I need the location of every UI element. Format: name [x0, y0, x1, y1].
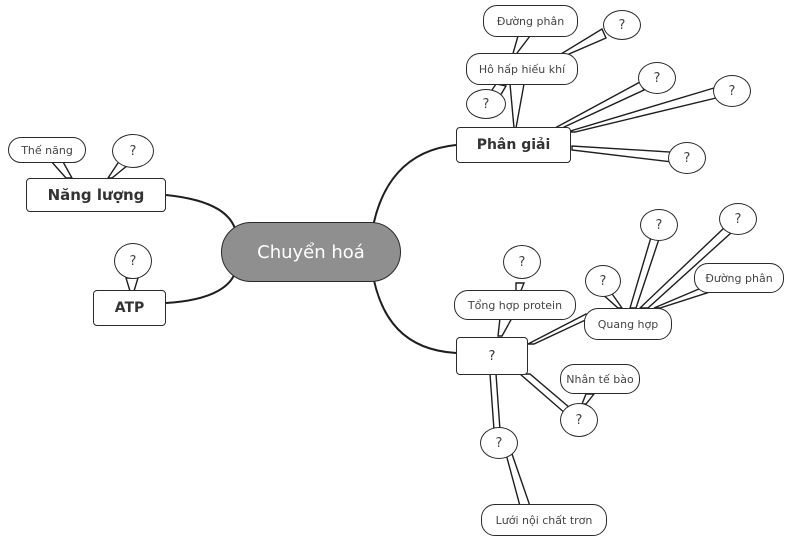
- bubble-q-hohap-2[interactable]: ?: [466, 89, 506, 119]
- bubble-tong-hop-protein[interactable]: Tổng hợp protein: [454, 290, 576, 320]
- bubble-q-quanghop-1[interactable]: ?: [585, 265, 621, 297]
- bubble-q-protein[interactable]: ?: [503, 245, 541, 279]
- tail-nhan-te-bao: [580, 393, 596, 405]
- link-center-atp: [165, 269, 237, 304]
- bubble-q-hohap-1[interactable]: ?: [603, 10, 641, 40]
- bubble-q-bottom[interactable]: ?: [480, 427, 518, 459]
- bubble-q-quanghop-2[interactable]: ?: [640, 209, 678, 241]
- node-unknown[interactable]: ?: [456, 337, 528, 375]
- bubble-q-phangiai-3[interactable]: ?: [668, 142, 706, 174]
- node-atp[interactable]: ATP: [93, 290, 166, 326]
- link-center-unknown: [371, 269, 457, 354]
- tail-luoi-noi-chat: [505, 453, 531, 507]
- bubble-ho-hap-hieu-khi[interactable]: Hô hấp hiếu khí: [466, 53, 578, 85]
- bubble-q-phangiai-1[interactable]: ?: [638, 62, 676, 94]
- tail-q-bottom: [489, 373, 501, 431]
- bubble-q-quanghop-3[interactable]: ?: [719, 203, 757, 235]
- bubble-quang-hop[interactable]: Quang hợp: [584, 308, 672, 340]
- bubble-q-right[interactable]: ?: [560, 403, 598, 437]
- center-node-chuyen-hoa[interactable]: Chuyển hoá: [221, 222, 401, 282]
- tail-hohap-phangiai: [509, 83, 525, 129]
- bubble-luoi-noi-chat-tron[interactable]: Lưới nội chất trơn: [481, 504, 607, 536]
- node-phan-giai[interactable]: Phân giải: [456, 127, 571, 163]
- bubble-duong-phan-qh[interactable]: Đường phân: [694, 263, 784, 293]
- tail-q-2: [554, 81, 645, 129]
- node-nang-luong[interactable]: Năng lượng: [26, 178, 166, 212]
- tail-protein-box: [497, 317, 514, 337]
- bubble-q-phangiai-2[interactable]: ?: [713, 75, 751, 107]
- bubble-the-nang[interactable]: Thế năng: [8, 137, 86, 163]
- bubble-nhan-te-bao[interactable]: Nhân tế bào: [560, 364, 640, 394]
- link-center-nang-luong: [165, 194, 237, 233]
- bubble-q-atp[interactable]: ?: [114, 243, 152, 279]
- link-center-phan-giai: [371, 144, 457, 233]
- bubble-duong-phan-top[interactable]: Đường phân: [483, 5, 578, 37]
- tail-q-4: [571, 145, 673, 163]
- bubble-q-nang-luong[interactable]: ?: [112, 134, 154, 168]
